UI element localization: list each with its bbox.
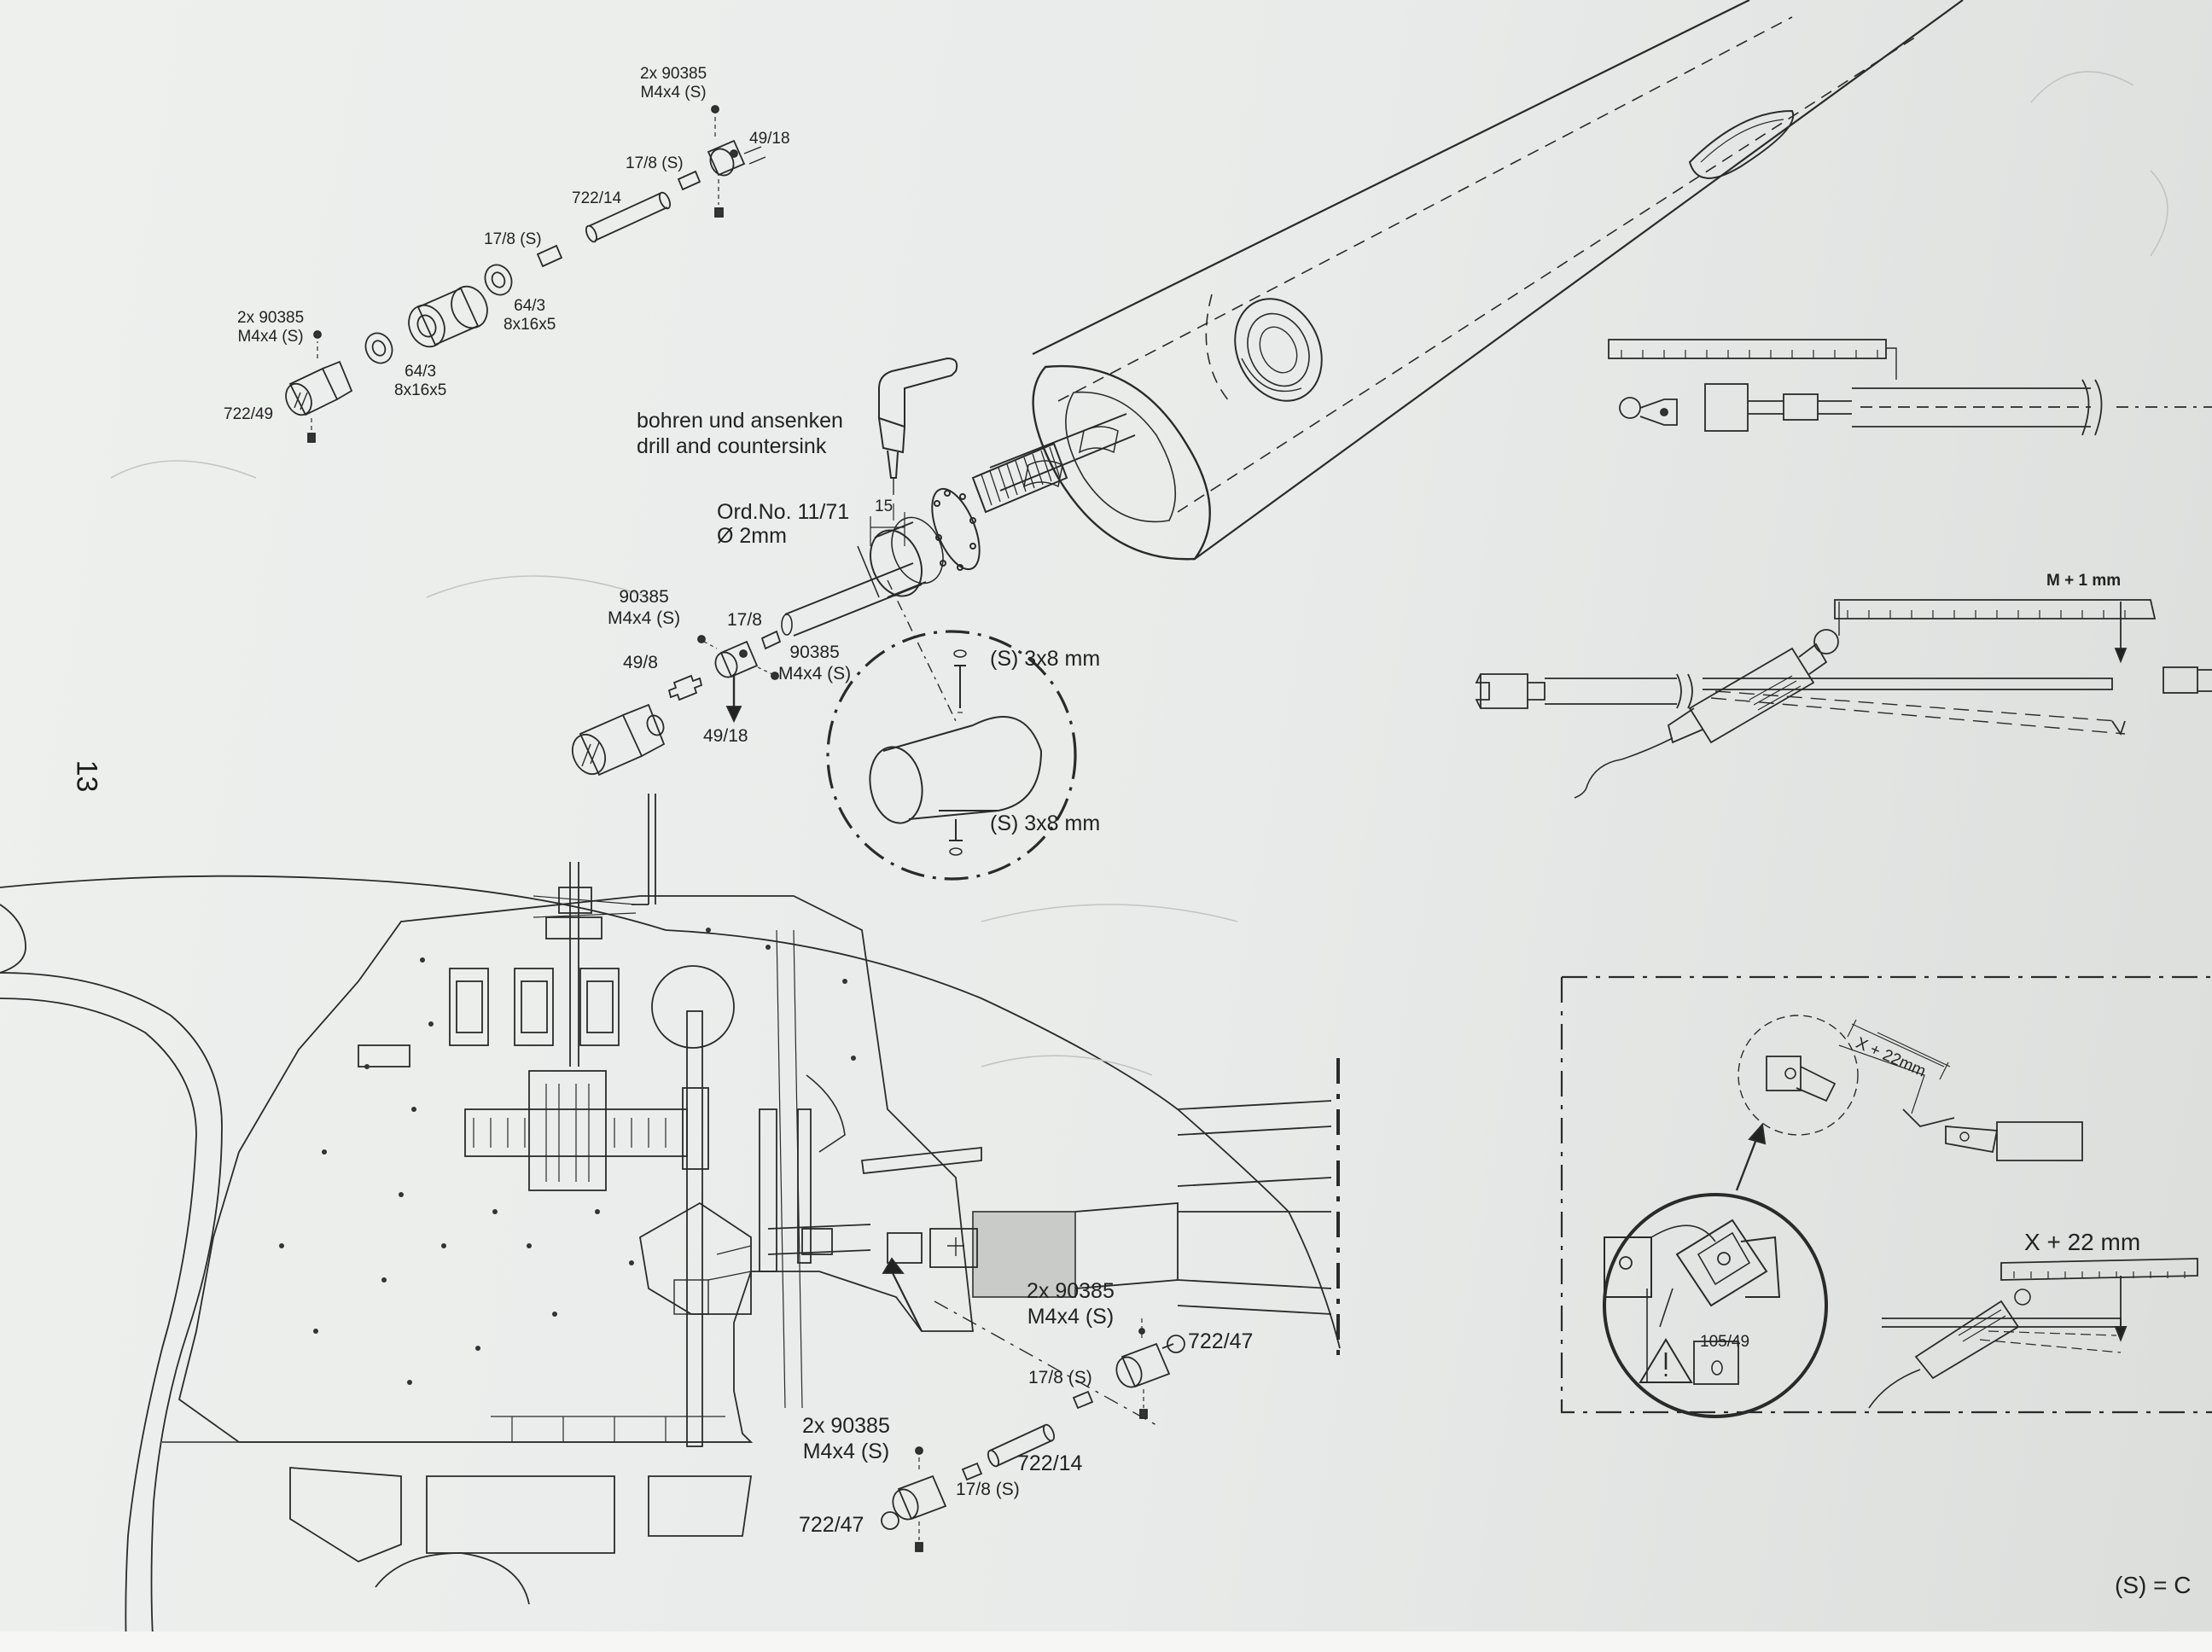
label-detail-screw-bottom: (S) 3x8 mm bbox=[990, 811, 1101, 835]
label-coupling-screw-left: 90385 M4x4 (S) bbox=[608, 587, 681, 628]
coupling-parts bbox=[571, 630, 782, 777]
label-bearing-left: 64/3 8x16x5 bbox=[394, 363, 447, 399]
label-bottom-rod-722-14: 722/14 bbox=[1017, 1451, 1083, 1475]
label-ball-link-49-18: 49/18 bbox=[749, 130, 790, 148]
label-drill-de: bohren und ansenken bbox=[637, 409, 843, 433]
detail-box bbox=[1560, 975, 2212, 1418]
label-pin-17-8-mid: 17/8 (S) bbox=[484, 230, 542, 248]
measure-rod-top bbox=[1608, 339, 2212, 436]
label-link-722-47-lower: 722/47 bbox=[799, 1513, 864, 1537]
label-bottom-pin-upper: 17/8 (S) bbox=[1028, 1368, 1092, 1387]
label-left-screws: 2x 90385 M4x4 (S) bbox=[237, 309, 305, 346]
label-top-screws: 2x 90385 M4x4 (S) bbox=[640, 65, 707, 102]
page-number: 13 bbox=[70, 759, 103, 793]
label-x-plus-22mm: X + 22 mm bbox=[2024, 1229, 2141, 1255]
label-coupling-pin: 17/8 bbox=[727, 610, 762, 630]
drill-icon bbox=[877, 357, 958, 521]
tail-boom bbox=[781, 0, 1964, 637]
label-dimension-15: 15 bbox=[875, 497, 894, 515]
label-rod-722-14: 722/14 bbox=[572, 189, 622, 207]
label-pin-17-8-upper: 17/8 (S) bbox=[626, 154, 684, 172]
fuselage-frame bbox=[0, 794, 1341, 1652]
label-bottom-screws-upper: 2x 90385 M4x4 (S) bbox=[1027, 1279, 1115, 1329]
label-bearing-right: 64/3 8x16x5 bbox=[504, 297, 556, 334]
show-through-lines bbox=[110, 71, 2168, 1076]
detail-circle bbox=[826, 579, 1077, 881]
footnote: (S) = C bbox=[2115, 1572, 2192, 1598]
label-link-722-47-upper: 722/47 bbox=[1188, 1329, 1254, 1353]
label-coupling-screw-right: 90385 M4x4 (S) bbox=[778, 643, 852, 683]
label-drill-ordno: Ord.No. 11/71 bbox=[717, 500, 850, 524]
page-edge bbox=[0, 1632, 2212, 1652]
label-part-105-49: 105/49 bbox=[1700, 1333, 1750, 1351]
label-detail-screw-top: (S) 3x8 mm bbox=[990, 647, 1101, 671]
label-drill-diameter: Ø 2mm bbox=[717, 524, 787, 548]
label-coupler-722-49: 722/49 bbox=[224, 405, 274, 423]
exploded-view-top bbox=[285, 105, 766, 443]
label-bottom-screws-lower: 2x 90385 M4x4 (S) bbox=[802, 1414, 890, 1463]
measure-rod-middle bbox=[1475, 599, 2212, 799]
label-ball-link-49-18-arrow: 49/18 bbox=[703, 726, 748, 746]
label-m-plus-1mm: M + 1 mm bbox=[2046, 572, 2122, 590]
label-ball-link-49-8: 49/8 bbox=[623, 653, 658, 672]
label-bottom-pin-lower: 17/8 (S) bbox=[956, 1480, 1020, 1499]
bottom-assembly bbox=[881, 1300, 1185, 1552]
label-drill-en: drill and countersink bbox=[637, 434, 827, 458]
